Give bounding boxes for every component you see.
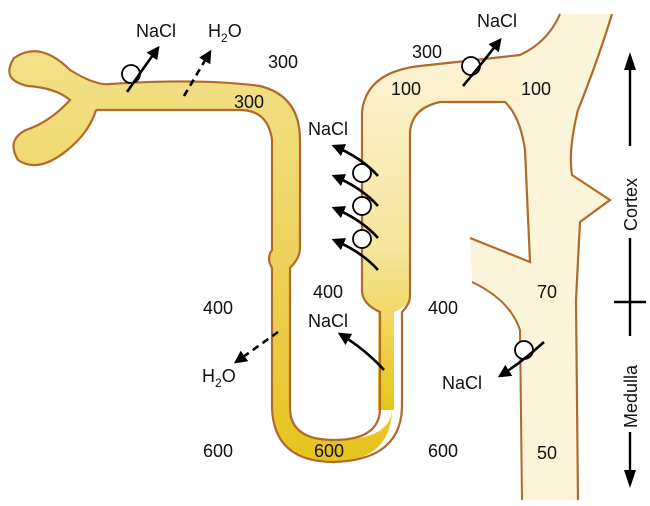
h2o-sub: 2: [215, 376, 222, 390]
osmolality-label: 300: [412, 42, 442, 62]
axis-arrowhead-down: [624, 470, 636, 488]
nacl-arrow-ascending-3: [331, 206, 379, 239]
axis-label-bg-cortex: [620, 146, 640, 238]
nacl-arrow-proximal: [125, 45, 160, 93]
nacl-arrow-ascending-4: [331, 238, 379, 271]
nacl-label: NaCl: [308, 119, 348, 139]
osmolality-label: 600: [428, 441, 458, 461]
nacl-arrow-ascending-1: [331, 144, 379, 177]
osmolality-label: 600: [203, 441, 233, 461]
h2o-h: H: [202, 366, 215, 386]
nacl-arrow-ascending-2: [331, 174, 379, 207]
h2o-o: O: [222, 366, 236, 386]
tubule-outline-outer: [8, 13, 562, 442]
osmolality-label: 400: [313, 282, 343, 302]
transporter-circle: [352, 163, 372, 183]
nacl-label: NaCl: [308, 311, 348, 331]
axis-arrowhead-up: [624, 52, 636, 70]
h2o-sub: 2: [221, 31, 228, 45]
cortex-label: Cortex: [621, 178, 641, 231]
transporter-circle: [352, 196, 372, 216]
transporter-circle: [461, 56, 481, 76]
osmolality-label: 100: [391, 79, 421, 99]
collecting-duct: [440, 14, 612, 500]
medulla-label: Medulla: [621, 364, 641, 428]
nacl-label: NaCl: [477, 11, 517, 31]
osmolality-label: 300: [234, 92, 264, 112]
collecting-duct-outline-right: [569, 13, 614, 501]
osmolality-label: 50: [537, 443, 557, 463]
h2o-h: H: [208, 21, 221, 41]
nacl-label: NaCl: [442, 373, 482, 393]
transporter-circle: [121, 64, 141, 84]
h2o-arrow-descending: [233, 330, 279, 364]
nacl-arrow-distal: [462, 37, 502, 87]
transporter-circle: [514, 340, 534, 360]
h2o-label: H2O: [202, 366, 236, 390]
osmolality-label: 400: [428, 298, 458, 318]
h2o-arrow-proximal: [182, 49, 212, 97]
nacl-arrow-collecting: [497, 341, 545, 378]
h2o-o: O: [228, 21, 242, 41]
tubule-outline-inner: [96, 100, 532, 464]
ascending-limb: [362, 55, 520, 410]
nacl-arrow-thin-ascending: [337, 332, 385, 371]
axis-label-bg-medulla: [620, 336, 640, 432]
h2o-label: H2O: [208, 21, 242, 45]
osmolality-label: 600: [314, 441, 344, 461]
osmolality-label: 400: [203, 298, 233, 318]
transporter-circle: [352, 229, 372, 249]
collecting-duct-wall-left: [471, 281, 523, 501]
osmolality-label: 300: [268, 52, 298, 72]
nacl-label: NaCl: [136, 21, 176, 41]
osmolality-label: 100: [521, 79, 551, 99]
osmolality-label: 70: [537, 282, 557, 302]
